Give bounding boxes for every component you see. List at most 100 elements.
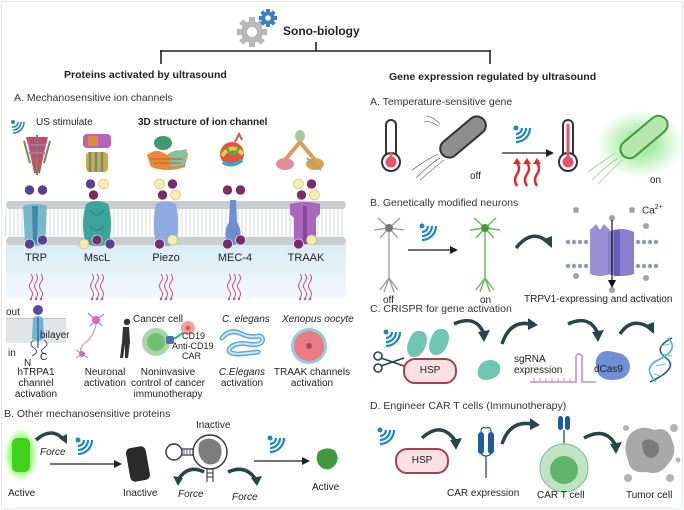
right-section-a-label: A. Temperature-sensitive gene <box>370 96 513 108</box>
in-label: in <box>8 348 16 359</box>
ion-na <box>235 234 246 246</box>
signal-wave <box>90 273 94 299</box>
app-line: activation <box>290 378 334 389</box>
trp-structure-3d <box>23 135 51 175</box>
arrow-right <box>408 246 458 254</box>
ion-na <box>296 189 307 201</box>
app-line: immunotherapy <box>133 389 203 400</box>
curved-arrow <box>453 318 490 342</box>
hsp-protein <box>477 360 501 380</box>
app-label-neuronal: Neuronal activation <box>72 367 138 389</box>
signal-wave-tip <box>227 297 231 301</box>
ion-ca2 <box>78 238 90 250</box>
neuron-on-label: on <box>480 295 492 306</box>
channel-label-piezo: Piezo <box>152 252 180 264</box>
ion-k <box>37 184 48 196</box>
ion-ca2 <box>167 234 178 246</box>
ultrasound-icon <box>75 437 94 456</box>
thermometer-hot-icon <box>558 119 578 172</box>
ion-ca2 <box>98 178 109 190</box>
arrow-right <box>254 457 310 465</box>
active-right-label: Active <box>312 482 340 493</box>
curved-arrow <box>500 318 538 345</box>
signal-wave-tip <box>303 297 307 301</box>
bacterium-on <box>587 110 684 185</box>
ion-k <box>85 178 96 190</box>
structure-title: 3D structure of ion channel <box>138 117 268 128</box>
neuron-off-icon <box>373 217 405 293</box>
sgrna-strand <box>530 353 596 383</box>
ion-k <box>24 238 35 250</box>
ion-ca2 <box>309 189 320 201</box>
signal-wave <box>232 273 236 299</box>
app-label-celegans: C.Elegans activation <box>214 367 270 389</box>
right-section-d-label: D. Engineer CAR T cells (Immunotherapy) <box>370 400 567 412</box>
active-label: Active <box>8 488 36 499</box>
signal-wave <box>39 273 43 299</box>
right-heading: Gene expression regulated by ultrasound <box>389 71 597 83</box>
curved-arrow <box>514 234 552 250</box>
app-line: C.Elegans <box>218 367 266 378</box>
signal-wave <box>227 273 231 299</box>
signal-wave-tip <box>164 297 168 301</box>
app-label-cancer: Noninvasive control of cancer immunother… <box>128 367 208 400</box>
signal-wave <box>159 273 163 299</box>
section-b-label: B. Other mechanosensitive proteins <box>4 408 171 420</box>
signal-wave <box>164 273 168 299</box>
section-a-label: A. Mechanosensitive ion channels <box>14 92 173 104</box>
app-line: hTRPA1 <box>17 367 55 378</box>
ion-na <box>222 184 233 196</box>
gear-icon <box>237 9 277 47</box>
person-icon <box>120 318 131 358</box>
app-line: Noninvasive <box>140 367 196 378</box>
force-label: Force <box>40 447 66 458</box>
curved-arrow <box>583 431 622 454</box>
curved-arrow <box>34 431 67 444</box>
tumor-cell-icon <box>623 424 681 482</box>
on-label: on <box>650 175 662 186</box>
ultrasound-icon <box>11 120 25 134</box>
channel-label-traak: TRAAK <box>287 252 325 264</box>
signal-wave <box>308 273 312 299</box>
bilayer-label: bilayer <box>40 330 70 341</box>
ion-ca2 <box>154 178 165 190</box>
ion-na <box>306 178 317 190</box>
force-right-label: Force <box>232 492 258 503</box>
signal-wave-tip <box>169 297 173 301</box>
channel-label-mscl: MscL <box>83 252 111 264</box>
cd19-label: CD19 <box>182 331 206 341</box>
signal-waves <box>29 273 312 301</box>
signal-wave-tip <box>95 297 99 301</box>
left-heading: Proteins activated by ultrasound <box>64 69 227 81</box>
calcium-label: Ca2+ <box>642 204 663 216</box>
ions-layer <box>24 178 320 250</box>
neuron-on-icon <box>469 217 501 293</box>
signal-wave <box>298 273 302 299</box>
dna-helix-icon <box>648 337 674 383</box>
ultrasound-icon <box>419 223 438 242</box>
ultrasound-icon <box>377 427 396 446</box>
inactive-label: Inactive <box>123 488 158 499</box>
car-t-cancer-illustration <box>142 321 195 356</box>
signal-wave-tip <box>34 297 38 301</box>
calcium-symbol: Ca <box>642 205 655 217</box>
mscl-structure-3d <box>83 134 111 172</box>
hsp-promoter-d: HSP <box>395 448 449 474</box>
ultrasound-icon <box>383 329 402 348</box>
ion-k <box>37 234 48 246</box>
cancer-cell-label: Cancer cell <box>133 314 184 325</box>
us-stimulate-label: US stimulate <box>36 117 93 128</box>
ultrasound-icon <box>513 125 532 144</box>
curved-arrow-right <box>227 467 262 486</box>
signal-wave <box>303 273 307 299</box>
anti-cd19-label: Anti-CD19 <box>172 341 214 351</box>
ion-na <box>235 184 246 196</box>
ultrasound-icon <box>267 435 286 454</box>
channel-label-trp: TRP <box>25 252 47 264</box>
scissors-icon <box>373 351 405 373</box>
app-line: control of cancer <box>131 378 205 389</box>
calcium-charge: 2+ <box>654 204 663 211</box>
neuron-off-label: off <box>383 295 394 306</box>
car-t-cell-icon <box>539 416 589 493</box>
